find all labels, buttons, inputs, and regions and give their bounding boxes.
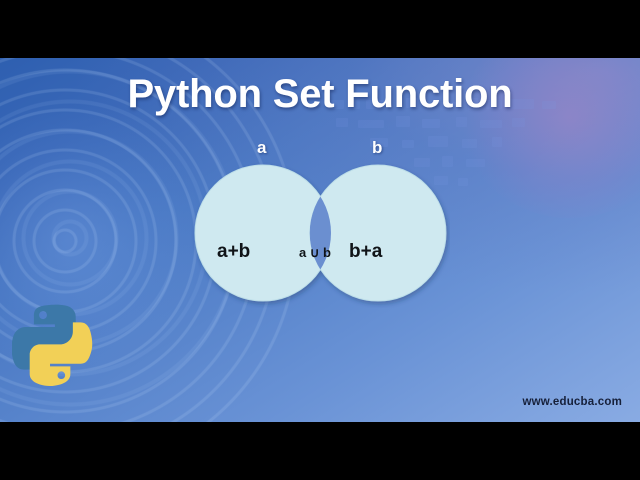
python-logo-icon xyxy=(12,304,93,386)
python-logo xyxy=(12,300,98,386)
python-logo-top-snake xyxy=(12,304,76,370)
venn-diagram-svg xyxy=(194,164,447,302)
watermark-url: www.educba.com xyxy=(522,396,622,408)
letterbox-bottom-bar xyxy=(0,422,640,480)
slide-canvas: Python Set Function xyxy=(0,58,640,422)
venn-region-label-intersection: a ∪ b xyxy=(299,245,331,260)
python-logo-bottom-snake xyxy=(29,322,93,386)
letterbox-top-bar xyxy=(0,0,640,58)
page-title: Python Set Function xyxy=(127,72,513,116)
venn-diagram: a b a+b a ∪ b b+a xyxy=(185,138,450,308)
venn-set-label-a: a xyxy=(257,138,267,157)
venn-set-label-b: b xyxy=(372,138,383,157)
venn-intersection-region xyxy=(309,165,331,301)
venn-region-label-left: a+b xyxy=(217,241,251,262)
venn-region-label-right: b+a xyxy=(349,241,383,262)
